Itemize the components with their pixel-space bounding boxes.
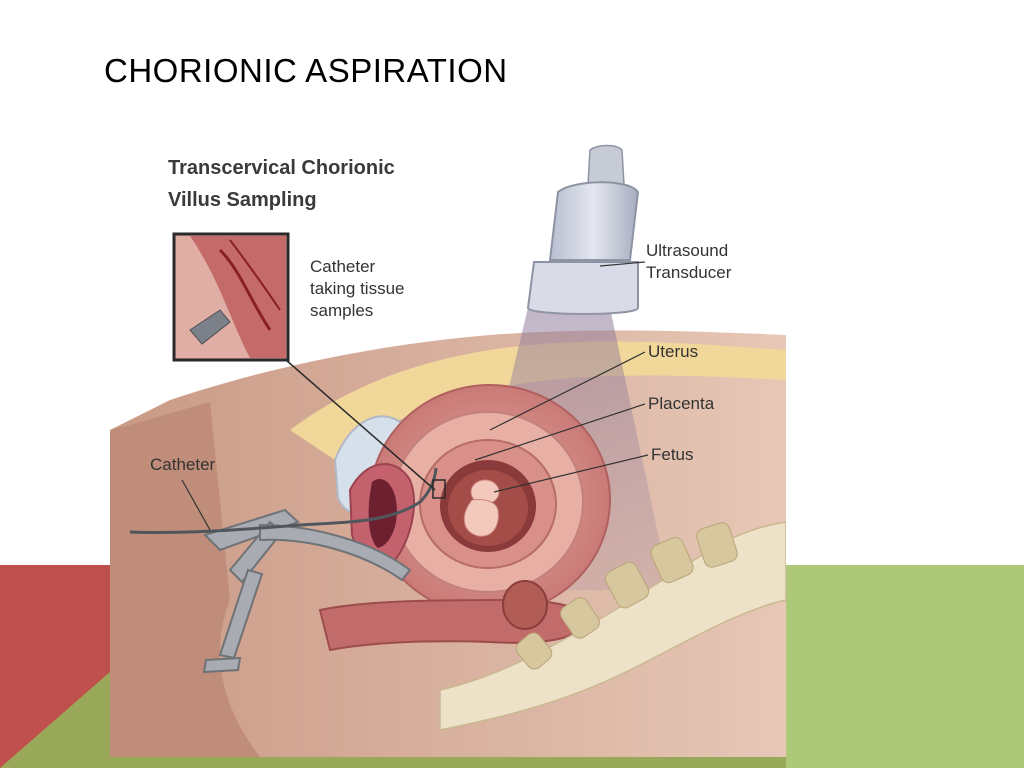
label-line: taking tissue xyxy=(310,279,405,298)
decor-green-block xyxy=(786,565,1024,768)
catheter-inset xyxy=(172,232,446,499)
intestine xyxy=(318,580,592,652)
label-uterus: Uterus xyxy=(648,342,699,361)
figure-title-line: Villus Sampling xyxy=(168,189,317,211)
label-fetus: Fetus xyxy=(651,445,694,464)
label-catheter-sample: Catheter taking tissue samples xyxy=(310,256,405,322)
label-line: samples xyxy=(310,301,374,320)
spine xyxy=(439,521,786,731)
label-catheter: Catheter xyxy=(150,455,216,474)
catheter-line xyxy=(129,467,438,535)
anatomy-illustration xyxy=(110,144,786,757)
label-placenta: Placenta xyxy=(648,394,715,413)
callout-lines xyxy=(181,261,649,531)
figure-title: Transcervical Chorionic Villus Sampling xyxy=(168,152,498,216)
label-line: Transducer xyxy=(646,263,732,282)
vaginal-canal xyxy=(348,463,416,565)
slide-title: CHORIONIC ASPIRATION xyxy=(104,52,508,89)
label-ultrasound-transducer: Ultrasound Transducer xyxy=(646,240,731,284)
label-line: Ultrasound xyxy=(646,241,729,260)
decor-olive-strip xyxy=(110,757,786,768)
medical-illustration: Transcervical Chorionic Villus Sampling … xyxy=(110,130,786,757)
label-line: Catheter xyxy=(310,257,376,276)
figure-title-line: Transcervical Chorionic xyxy=(168,157,395,179)
fetus xyxy=(463,479,500,537)
ultrasound-transducer xyxy=(526,144,640,315)
